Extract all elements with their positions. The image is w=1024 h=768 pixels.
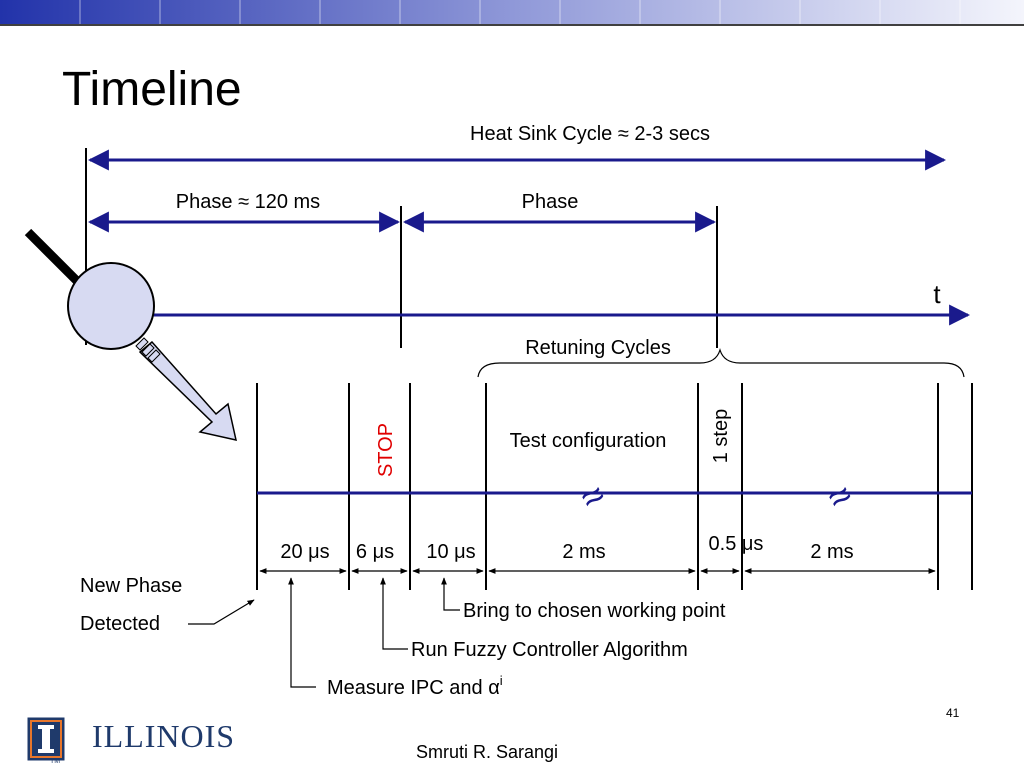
phase2-label: Phase — [522, 191, 579, 213]
author-name: Smruti R. Sarangi — [416, 742, 559, 762]
fuzzy-callout — [380, 577, 408, 650]
measure-label-text: Measure IPC and α — [327, 677, 500, 699]
heat-sink-label: Heat Sink Cycle ≈ 2-3 secs — [470, 123, 710, 145]
page-number: 41 — [946, 706, 960, 720]
bring-label: Bring to chosen working point — [463, 600, 726, 622]
duration-label: 10 μs — [426, 541, 475, 563]
break-symbol-1: ≈ — [573, 474, 612, 521]
logo-text: ILLINOIS — [92, 718, 236, 754]
slide-title: Timeline — [62, 63, 242, 116]
lower-ticks — [256, 383, 973, 590]
bring-callout — [441, 577, 460, 611]
new-phase-label-line1: New Phase — [80, 575, 182, 597]
duration-label: 20 μs — [280, 541, 329, 563]
break-symbol-2: ≈ — [820, 474, 859, 521]
duration-label: 6 μs — [356, 541, 394, 563]
retuning-brace — [477, 347, 965, 378]
duration-label: 2 ms — [810, 541, 853, 563]
logo-tm: TM — [50, 758, 61, 765]
measure-callout — [288, 577, 316, 688]
retuning-label: Retuning Cycles — [525, 337, 671, 359]
illinois-logo: ILLINOIS TM — [26, 712, 236, 768]
measure-label: Measure IPC and αi — [327, 673, 503, 699]
magnifier-icon — [24, 228, 237, 441]
test-config-label: Test configuration — [510, 430, 667, 452]
time-axis-label: t — [933, 279, 941, 309]
top-gradient-bar — [0, 0, 1024, 26]
stop-label: STOP — [375, 423, 397, 477]
phase1-label: Phase ≈ 120 ms — [176, 191, 320, 213]
duration-label: 2 ms — [562, 541, 605, 563]
one-step-label: 1 step — [710, 409, 732, 463]
fuzzy-label: Run Fuzzy Controller Algorithm — [411, 639, 688, 661]
new-phase-label-line2: Detected — [80, 613, 160, 635]
new-phase-callout — [188, 599, 255, 625]
duration-label: 0.5 μs — [709, 533, 764, 555]
measure-label-sup: i — [500, 673, 503, 688]
